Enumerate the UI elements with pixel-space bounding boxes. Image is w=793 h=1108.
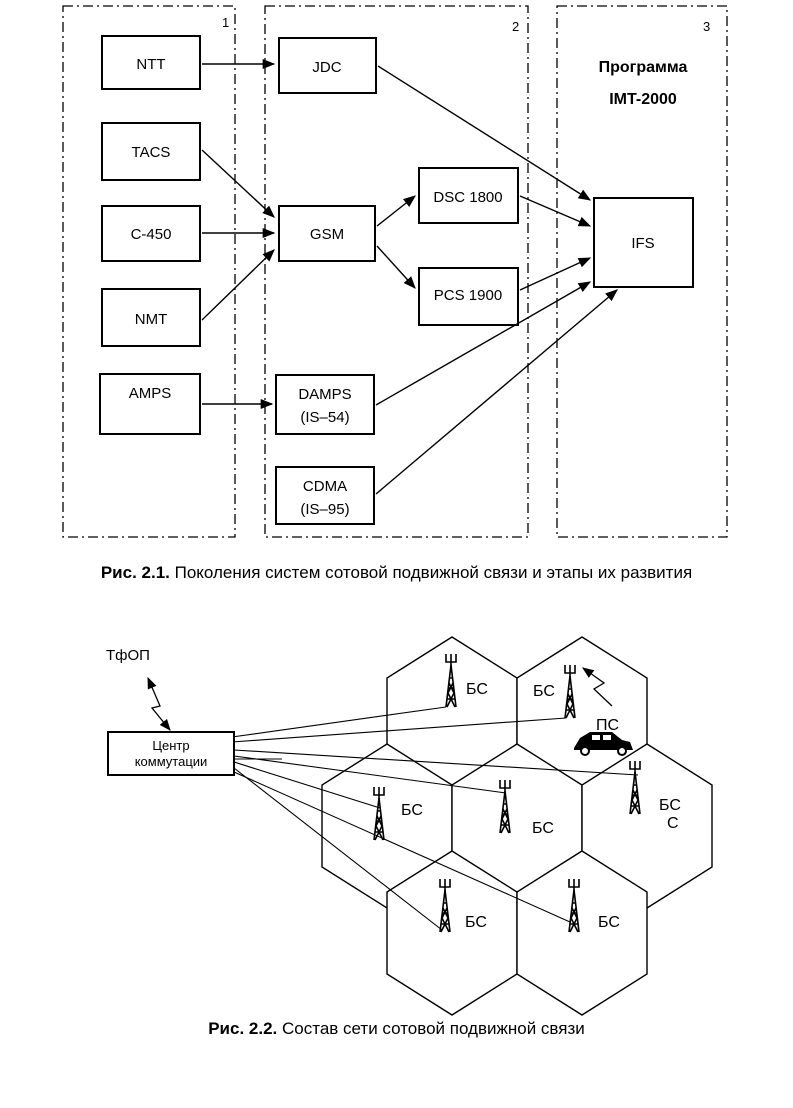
link-to-bs: [233, 771, 571, 923]
box-damps: [275, 374, 375, 435]
arrow-gsm-dsc1800: [376, 195, 416, 227]
switching-center-label-2: коммутации: [135, 754, 208, 769]
bs-label: БС: [401, 802, 423, 819]
bs-label: БС: [533, 683, 555, 700]
label-cdma: CDMA: [303, 478, 347, 495]
base-station-tower-icon: [373, 787, 385, 841]
arrow-cdma-ifs: [375, 289, 618, 495]
label-gsm: GSM: [310, 226, 344, 243]
label-nmt: NMT: [135, 311, 168, 328]
caption-label: Рис. 2.2.: [208, 1019, 278, 1038]
figure-2-1: 1 2 3 Программа IMT-2000 NTT TACS C-450 …: [62, 5, 728, 538]
caption-text: Поколения систем сотовой подвижной связи…: [169, 563, 693, 582]
bs-label: БС: [659, 797, 681, 814]
box-ifs: [593, 197, 694, 288]
arrow-pcs1900-ifs: [519, 257, 592, 291]
label-tacs: TACS: [132, 144, 171, 161]
program-title: Программа: [599, 59, 688, 76]
switching-center-box: [107, 731, 235, 776]
base-station-tower-icon: [629, 761, 641, 815]
figure-2-2-caption: Рис. 2.2. Состав сети сотовой подвижной …: [0, 1019, 793, 1039]
mobile-station-car-icon: [574, 732, 633, 756]
box-pcs1900: [418, 267, 519, 326]
base-station-tower-icon: [568, 879, 580, 933]
cell-hexagon: [516, 850, 648, 1016]
base-station-tower-icon: [499, 780, 511, 834]
switching-center-label: Центр: [152, 738, 189, 753]
column-3-frame: [556, 5, 728, 538]
bs-label: БС: [465, 914, 487, 931]
box-dsc1800: [418, 167, 519, 224]
base-station-tower-icon: [564, 665, 576, 719]
figure-2-2: Центр коммутации ТфОП: [106, 636, 713, 1016]
column-number-3: 3: [703, 19, 710, 34]
arrow-dsc1800-ifs: [519, 195, 592, 227]
radio-link-icon: [582, 667, 613, 707]
pstn-label: ТфОП: [106, 647, 150, 664]
label-c450: C-450: [131, 226, 172, 243]
bs-label: БС: [598, 914, 620, 931]
ms-label: ПС: [596, 717, 619, 734]
label-damps-standard: (IS–54): [300, 409, 349, 426]
base-station-tower-icon: [445, 654, 457, 708]
arrow-damps-ifs: [375, 281, 592, 406]
link-to-bs: [233, 767, 443, 931]
bs-label: БС: [466, 681, 488, 698]
column-number-1: 1: [222, 15, 229, 30]
link-to-bs: [231, 717, 567, 743]
extra-letter-label: С: [667, 815, 679, 832]
caption-text: Состав сети сотовой подвижной связи: [277, 1019, 585, 1038]
label-amps: AMPS: [129, 385, 172, 402]
label-dsc1800: DSC 1800: [433, 189, 502, 206]
box-cdma: [275, 466, 375, 525]
bs-label: БС: [532, 820, 554, 837]
box-c450: [101, 205, 201, 262]
arrow-tacs-gsm: [201, 149, 275, 218]
label-pcs1900: PCS 1900: [434, 287, 502, 304]
base-station-tower-icon: [439, 879, 451, 933]
program-name: IMT-2000: [609, 91, 677, 108]
link-to-bs: [231, 706, 447, 738]
column-number-2: 2: [512, 19, 519, 34]
label-jdc: JDC: [312, 59, 341, 76]
box-tacs: [101, 122, 201, 181]
link-to-bs: [233, 761, 381, 809]
caption-label: Рис. 2.1.: [100, 563, 170, 582]
label-damps: DAMPS: [298, 386, 351, 403]
column-1-frame: [62, 5, 236, 538]
box-ntt: [101, 35, 201, 90]
arrow-nmt-gsm: [201, 249, 275, 321]
pstn-link-arrow: [147, 676, 171, 731]
link-to-bs: [233, 749, 639, 776]
figure-2-1-caption: Рис. 2.1. Поколения систем сотовой подви…: [0, 563, 793, 583]
box-jdc: [278, 37, 377, 94]
label-ntt: NTT: [136, 56, 165, 73]
box-amps: [99, 373, 201, 435]
column-2-frame: [264, 5, 529, 538]
box-gsm: [278, 205, 376, 262]
box-nmt: [101, 288, 201, 347]
label-ifs: IFS: [631, 235, 654, 252]
link-to-bs: [233, 755, 507, 794]
arrow-jdc-ifs: [377, 65, 592, 201]
label-cdma-standard: (IS–95): [300, 501, 349, 518]
arrow-gsm-pcs1900: [376, 245, 416, 289]
